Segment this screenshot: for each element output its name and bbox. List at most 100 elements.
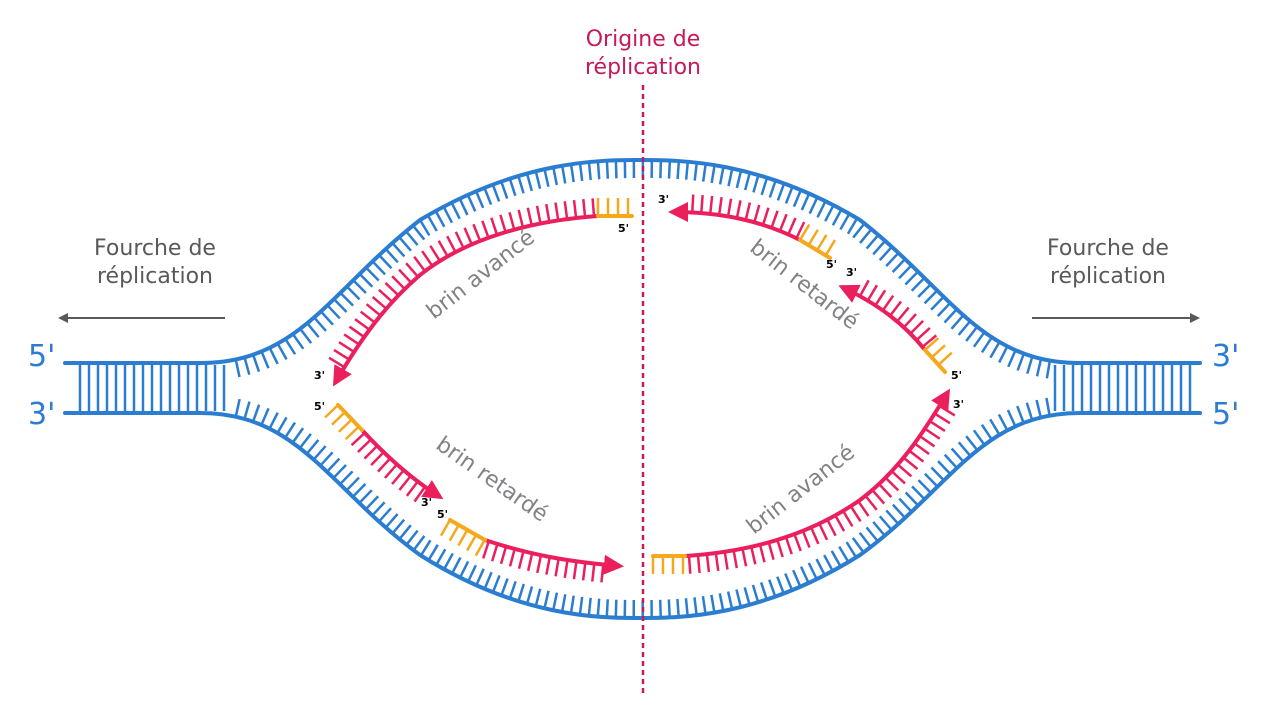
template-tick [458, 198, 469, 216]
template-tick [1016, 405, 1025, 424]
new-strand-tick [535, 205, 542, 224]
template-tick [1006, 409, 1017, 427]
new-strand-tick [881, 294, 895, 312]
new-strand-tick [591, 198, 596, 217]
template-tick [997, 413, 1009, 431]
new-strand-tick [454, 231, 465, 249]
new-strand-tick [398, 475, 412, 491]
new-strand-tick [343, 333, 360, 346]
template-tick [508, 178, 517, 197]
template-tick [364, 495, 380, 511]
mark-5-upper-right-2: 5' [951, 369, 962, 382]
new-strand-tick [526, 207, 533, 226]
new-strand-tick [874, 289, 887, 307]
template-tick [872, 521, 886, 537]
template-tick [846, 217, 859, 235]
new-strand-tick [348, 325, 365, 339]
template-tick [924, 472, 939, 488]
template-tick [543, 590, 550, 609]
template-tick [596, 161, 601, 180]
primer-tick [798, 223, 811, 241]
template-tick [759, 582, 768, 600]
new-strand-tick [446, 235, 457, 253]
left-fork-label-line2: réplication [97, 264, 213, 289]
template-tick [904, 270, 919, 286]
template-tick [569, 595, 575, 614]
origin-label-line1: Origine de [586, 27, 701, 52]
primer-tick [930, 344, 946, 359]
mark-5-lower-left-2: 5' [437, 508, 448, 521]
left-fork-label-line1: Fourche de [94, 236, 216, 261]
template-tick [923, 289, 939, 305]
template-tick [517, 583, 525, 602]
new-strand-tick [421, 250, 434, 267]
template-tick [831, 208, 843, 226]
template-tick [799, 566, 810, 584]
primer-tick [324, 404, 339, 419]
new-strand-tick [482, 540, 490, 559]
new-strand-tick [770, 210, 779, 229]
template-tick [851, 537, 865, 554]
template-tick [358, 272, 374, 288]
template-tick [1007, 349, 1017, 368]
template-tick [784, 573, 794, 591]
rna-primers [336, 214, 947, 558]
template-tick [543, 168, 550, 188]
new-strand-tick [554, 202, 560, 221]
new-strand-tick [526, 552, 534, 572]
template-tick [313, 316, 327, 332]
template-tick [904, 491, 920, 507]
template-tick [596, 598, 601, 617]
new-strand-tick [545, 203, 551, 223]
template-tick [443, 552, 454, 570]
new-strand-tick [889, 300, 903, 317]
new-strand-tick [517, 209, 525, 228]
new-strand-tick [826, 519, 837, 537]
template-tick [937, 460, 952, 476]
upper-right-lagging-1 [668, 202, 801, 242]
template-tick [751, 584, 760, 603]
new-strand-tick [902, 456, 919, 470]
template-tick [605, 160, 610, 179]
new-strand-tick [705, 553, 711, 573]
new-strand-tick [902, 313, 917, 329]
mark-5-upper-right-1: 5' [826, 258, 837, 271]
mark-5-top-center: 5' [618, 222, 629, 235]
new-strand-tick [499, 546, 508, 565]
template-tick [552, 167, 559, 186]
new-strand-tick [391, 275, 406, 290]
template-tick [891, 503, 906, 519]
template-tick [587, 161, 592, 181]
template-tick [605, 599, 609, 618]
new-strand-tick [463, 227, 473, 245]
new-strand-tick [753, 204, 761, 223]
template-tick [898, 497, 913, 513]
template-tick [858, 531, 872, 548]
template-tick [726, 591, 734, 610]
left-top-end-label: 5' [28, 339, 55, 374]
outer-top-backbone [63, 157, 1202, 365]
strand-label-lower-right: brin avancé [742, 440, 860, 540]
new-strand-tick [896, 306, 910, 323]
new-strand-tick [328, 356, 346, 369]
template-tick [352, 279, 367, 294]
template-tick [234, 398, 241, 417]
primer-tick [474, 539, 486, 557]
new-strand-tick [405, 480, 419, 497]
base-pair-rungs [78, 160, 1192, 618]
template-tick [957, 320, 972, 336]
template-tick [450, 202, 461, 220]
primer-tick [937, 351, 953, 366]
template-tick [365, 266, 380, 282]
new-strand-tick [377, 457, 392, 473]
template-tick [434, 210, 446, 228]
new-strand-tick [370, 451, 385, 467]
new-strand-tick [508, 548, 516, 567]
template-tick [684, 161, 690, 180]
template-tick [768, 180, 777, 198]
template-tick [950, 447, 965, 463]
new-strand-tick [809, 526, 820, 545]
new-strand-tick [545, 556, 551, 575]
template-tick [1025, 402, 1034, 421]
template-tick [701, 596, 707, 615]
